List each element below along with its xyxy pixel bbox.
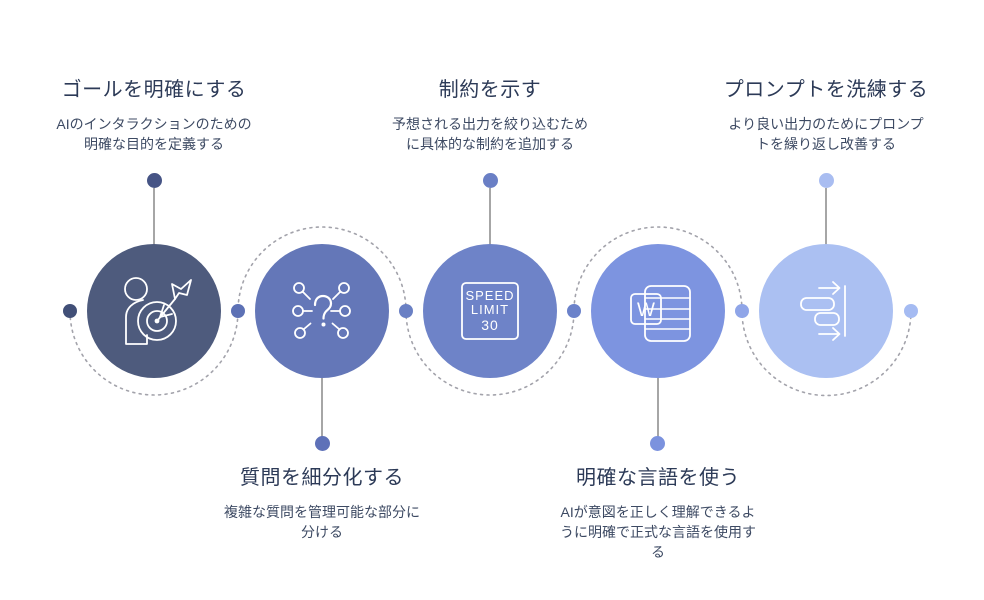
connector-dot-5 [735, 304, 749, 318]
step-2-description: 複雑な質問を管理可能な部分に 分ける [224, 504, 420, 541]
question-network-icon [292, 282, 351, 339]
step-1-description: AIのインタラクションのための 明確な目的を定義する [56, 116, 252, 153]
person-target-icon [124, 277, 192, 345]
sign-line-3: 30 [481, 317, 499, 333]
align-bars-icon [800, 281, 846, 341]
step-4-label: 明確な言語を使う AIが意図を正しく理解できるよ うに明確で正式な言語を使用す … [538, 461, 778, 562]
sign-line-2: LIMIT [471, 302, 509, 317]
sign-line-1: SPEED [465, 288, 514, 303]
step-5-label: プロンプトを洗練する より良い出力のためにプロンプ トを繰り返し改善する [706, 73, 946, 154]
step-2-stem-line [321, 378, 323, 437]
step-5-circle [759, 244, 893, 378]
step-1-title: ゴールを明確にする [61, 79, 247, 101]
step-4-circle: W [591, 244, 725, 378]
step-4-title: 明確な言語を使う [576, 467, 740, 489]
step-3-marker-dot [482, 173, 498, 188]
step-1-circle [87, 244, 221, 378]
step-5-description: より良い出力のためにプロンプ トを繰り返し改善する [728, 116, 924, 153]
step-5-marker-dot [818, 173, 834, 188]
doc-letter: W [637, 300, 655, 321]
connector-dot-6 [904, 304, 918, 318]
word-document-icon: W [630, 285, 691, 342]
connector-dot-1 [63, 304, 77, 318]
step-3-description: 予想される出力を絞り込むため に具体的な制約を追加する [392, 116, 588, 153]
step-2-circle [255, 244, 389, 378]
speed-limit-sign-icon: SPEED LIMIT 30 [461, 282, 519, 340]
connector-dot-4 [567, 304, 581, 318]
step-3-circle: SPEED LIMIT 30 [423, 244, 557, 378]
step-3-title: 制約を示す [438, 79, 542, 101]
step-3-stem-line [489, 188, 491, 245]
step-5-title: プロンプトを洗練する [723, 79, 929, 101]
step-1-stem-line [153, 188, 155, 245]
step-3-label: 制約を示す 予想される出力を絞り込むため に具体的な制約を追加する [370, 73, 610, 154]
step-1-label: ゴールを明確にする AIのインタラクションのための 明確な目的を定義する [34, 73, 274, 154]
step-4-marker-dot [649, 436, 665, 451]
connector-dot-2 [231, 304, 245, 318]
connector-dot-3 [399, 304, 413, 318]
step-2-title: 質問を細分化する [240, 467, 404, 489]
step-2-marker-dot [314, 436, 330, 451]
step-5-stem-line [825, 188, 827, 245]
step-2-label: 質問を細分化する 複雑な質問を管理可能な部分に 分ける [202, 461, 442, 542]
step-4-stem-line [657, 378, 659, 437]
step-4-description: AIが意図を正しく理解できるよ うに明確で正式な言語を使用す る [560, 504, 756, 561]
step-1-marker-dot [146, 173, 162, 188]
